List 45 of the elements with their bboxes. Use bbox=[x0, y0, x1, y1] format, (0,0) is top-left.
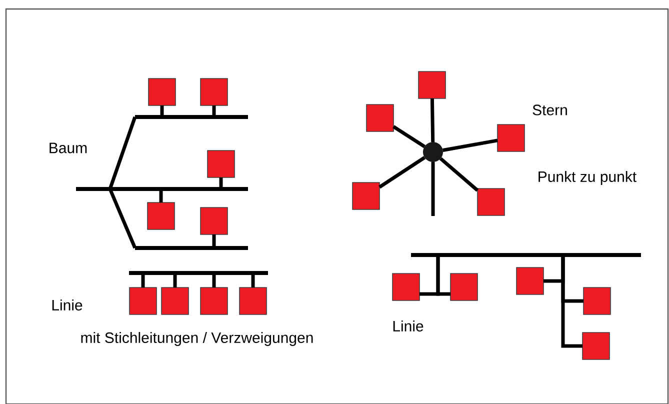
station-square bbox=[147, 202, 175, 230]
topology-label: Baum bbox=[50, 142, 87, 154]
topology-label: Linie bbox=[393, 320, 424, 332]
connection-line bbox=[219, 178, 223, 189]
connection-line bbox=[141, 273, 145, 288]
station-square bbox=[418, 71, 446, 99]
topology-label: Punkt zu punkt bbox=[538, 171, 636, 185]
topology-label: Stern bbox=[532, 104, 567, 116]
connection-line bbox=[212, 273, 216, 288]
connection-line bbox=[108, 188, 137, 249]
hub-dot bbox=[423, 142, 443, 162]
station-square bbox=[207, 150, 235, 178]
topology-label: Linie bbox=[52, 299, 82, 310]
station-square bbox=[516, 267, 544, 295]
station-square bbox=[200, 207, 228, 235]
connection-line bbox=[436, 255, 450, 296]
connection-line bbox=[378, 156, 426, 189]
station-square bbox=[583, 287, 611, 315]
station-square bbox=[366, 104, 394, 132]
connection-line bbox=[212, 234, 216, 248]
station-square bbox=[450, 273, 478, 301]
connection-line bbox=[251, 273, 255, 288]
topology-label: mit Stichleitungen / Verzweigungen bbox=[81, 332, 313, 346]
station-square bbox=[497, 124, 525, 152]
station-square bbox=[200, 287, 228, 315]
station-square bbox=[161, 287, 189, 315]
connection-line bbox=[212, 106, 216, 117]
station-square bbox=[200, 78, 228, 106]
connection-line bbox=[442, 138, 498, 152]
connection-line bbox=[430, 98, 435, 142]
station-square bbox=[352, 182, 380, 210]
station-square bbox=[477, 188, 505, 216]
station-square bbox=[582, 332, 610, 360]
connection-line bbox=[160, 106, 164, 117]
connection-line bbox=[431, 162, 435, 216]
connection-line bbox=[439, 157, 479, 192]
connection-line bbox=[392, 125, 426, 148]
station-square bbox=[392, 273, 420, 301]
station-square bbox=[129, 287, 157, 315]
station-square bbox=[239, 287, 267, 315]
connection-line bbox=[108, 116, 137, 190]
station-square bbox=[148, 78, 176, 106]
connection-line bbox=[173, 273, 177, 288]
connection-line bbox=[561, 255, 582, 348]
connection-line bbox=[159, 189, 163, 202]
